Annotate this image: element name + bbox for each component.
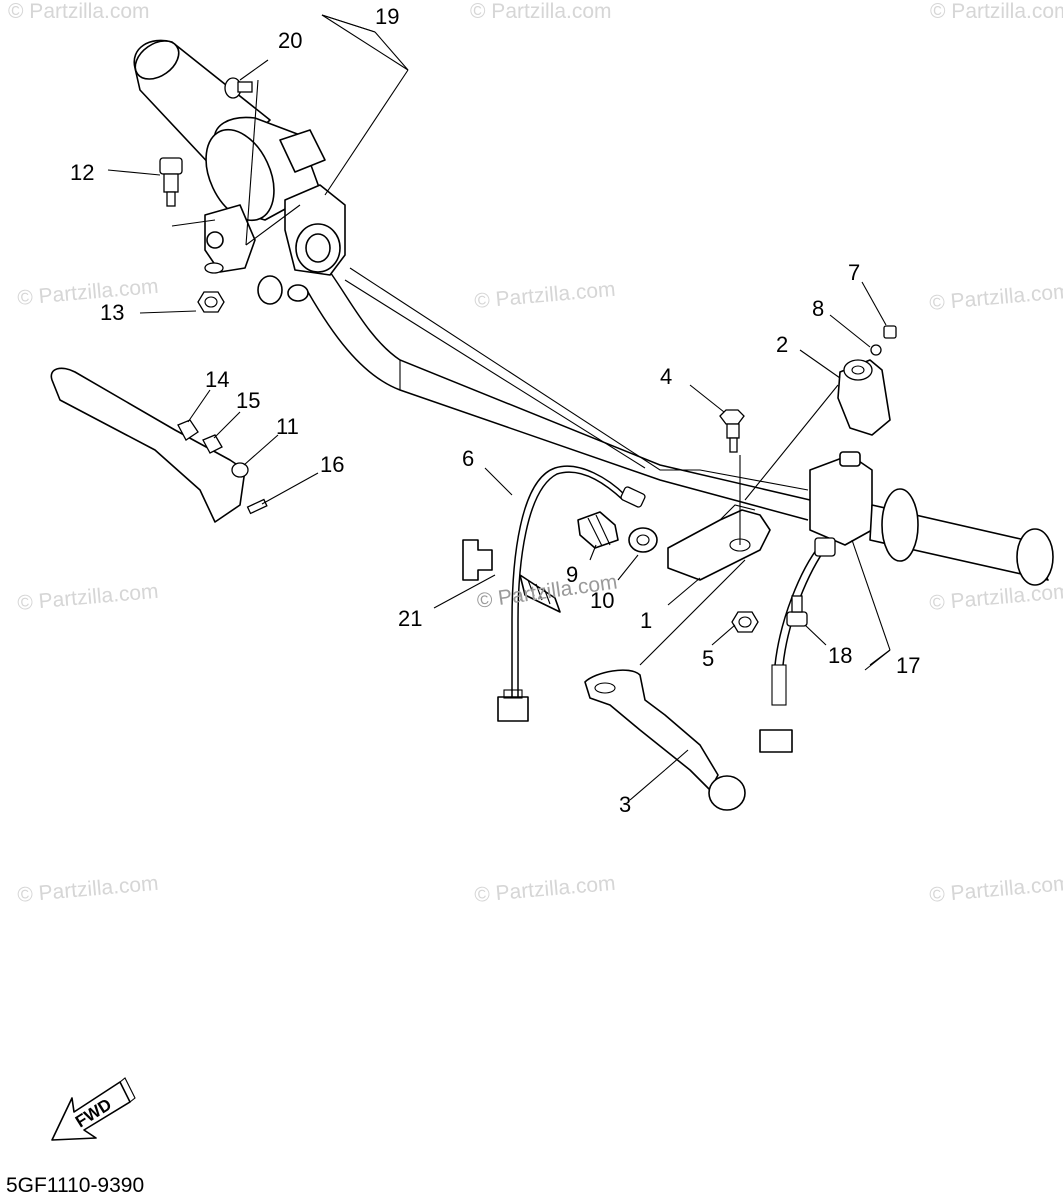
- callout-2: 2: [776, 332, 788, 357]
- left-grip-assembly: [133, 39, 346, 305]
- part-20-screw: [224, 77, 253, 99]
- callout-3: 3: [619, 792, 631, 817]
- part-13-nut: [197, 262, 225, 313]
- watermark: © Partzilla.com: [470, 0, 612, 23]
- callout-9: 9: [566, 562, 578, 587]
- watermark: © Partzilla.com: [16, 580, 159, 615]
- callouts: 1 2 3 4 5 6 7 8 9 10 11 12 13 14 15 16 1…: [70, 4, 920, 817]
- watermark: © Partzilla.com: [928, 872, 1063, 907]
- callout-6: 6: [462, 446, 474, 471]
- watermark: © Partzilla.com: [8, 0, 150, 23]
- callout-20: 20: [278, 28, 302, 53]
- part-3-lever: [584, 669, 746, 811]
- part-2-holder: [837, 325, 897, 436]
- part-4-bolt: [719, 409, 745, 453]
- watermark: © Partzilla.com: [16, 872, 159, 907]
- callout-17: 17: [896, 653, 920, 678]
- callout-21: 21: [398, 606, 422, 631]
- part-6-cable: [497, 465, 646, 722]
- part-5-nut: [731, 611, 759, 633]
- callout-15: 15: [236, 388, 260, 413]
- part-12-bolt: [159, 157, 183, 207]
- callout-14: 14: [205, 367, 229, 392]
- callout-12: 12: [70, 160, 94, 185]
- part-1-bracket: [667, 504, 771, 581]
- callout-10: 10: [590, 588, 614, 613]
- watermark: © Partzilla.com: [16, 275, 159, 310]
- callout-4: 4: [660, 364, 672, 389]
- callout-8: 8: [812, 296, 824, 321]
- handlebar: [307, 267, 811, 521]
- callout-5: 5: [702, 646, 714, 671]
- callout-16: 16: [320, 452, 344, 477]
- callout-19: 19: [375, 4, 399, 29]
- callout-11: 11: [276, 414, 299, 439]
- callout-7: 7: [848, 260, 860, 285]
- right-switch-assembly: [759, 451, 1054, 753]
- leader-lines: [107, 14, 891, 801]
- callout-13: 13: [100, 300, 124, 325]
- watermark: © Partzilla.com: [473, 278, 616, 313]
- callout-18: 18: [828, 643, 852, 668]
- fwd-arrow-icon: FWD: [51, 1077, 136, 1141]
- part-code: 5GF1110-9390: [6, 1174, 144, 1197]
- watermark: © Partzilla.com: [928, 580, 1063, 615]
- part-9-10: [577, 511, 658, 553]
- watermark: © Partzilla.com: [473, 872, 616, 907]
- callout-1: 1: [640, 608, 652, 633]
- watermark: © Partzilla.com: [930, 0, 1063, 23]
- watermark: © Partzilla.com: [928, 280, 1063, 315]
- part-11-lever: [50, 367, 268, 523]
- part-21-band: [462, 539, 561, 613]
